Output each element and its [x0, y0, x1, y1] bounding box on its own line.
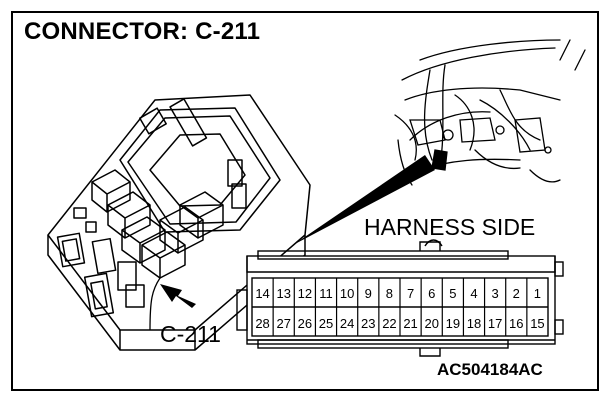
connector-title: CONNECTOR: C-211	[24, 18, 261, 45]
pin-bottom-28: 28	[255, 316, 269, 331]
pin-top-5: 5	[449, 286, 456, 301]
pin-bottom-19: 19	[446, 316, 460, 331]
harness-connector-face	[236, 239, 564, 357]
pin-top-14: 14	[255, 286, 269, 301]
pin-top-2: 2	[513, 286, 520, 301]
pin-bottom-17: 17	[488, 316, 502, 331]
pin-top-8: 8	[386, 286, 393, 301]
harness-side-label: HARNESS SIDE	[364, 214, 536, 240]
pin-bottom-16: 16	[509, 316, 523, 331]
pin-top-6: 6	[428, 286, 435, 301]
pin-top-4: 4	[470, 286, 477, 301]
pin-bottom-27: 27	[276, 316, 290, 331]
pin-top-12: 12	[298, 286, 312, 301]
pin-bottom-18: 18	[467, 316, 481, 331]
pin-top-13: 13	[276, 286, 290, 301]
pin-bottom-23: 23	[361, 316, 375, 331]
pin-bottom-20: 20	[424, 316, 438, 331]
callout-wedge	[293, 155, 435, 245]
pin-bottom-21: 21	[403, 316, 417, 331]
connector-callout-label: C-211	[160, 321, 221, 347]
pin-top-3: 3	[492, 286, 499, 301]
pin-bottom-15: 15	[530, 316, 544, 331]
pin-top-11: 11	[319, 286, 333, 301]
pin-bottom-24: 24	[340, 316, 354, 331]
relay-block-drawing	[47, 94, 311, 351]
pin-top-10: 10	[340, 286, 354, 301]
callout-leader	[149, 277, 161, 331]
pin-top-7: 7	[407, 286, 414, 301]
pin-top-9: 9	[365, 286, 372, 301]
outer-border	[11, 11, 599, 391]
pin-bottom-25: 25	[319, 316, 333, 331]
pin-top-1: 1	[534, 286, 541, 301]
figure-code: AC504184AC	[437, 360, 543, 379]
pin-bottom-22: 22	[382, 316, 396, 331]
connector-arrow	[160, 284, 196, 308]
pin-bottom-26: 26	[298, 316, 312, 331]
